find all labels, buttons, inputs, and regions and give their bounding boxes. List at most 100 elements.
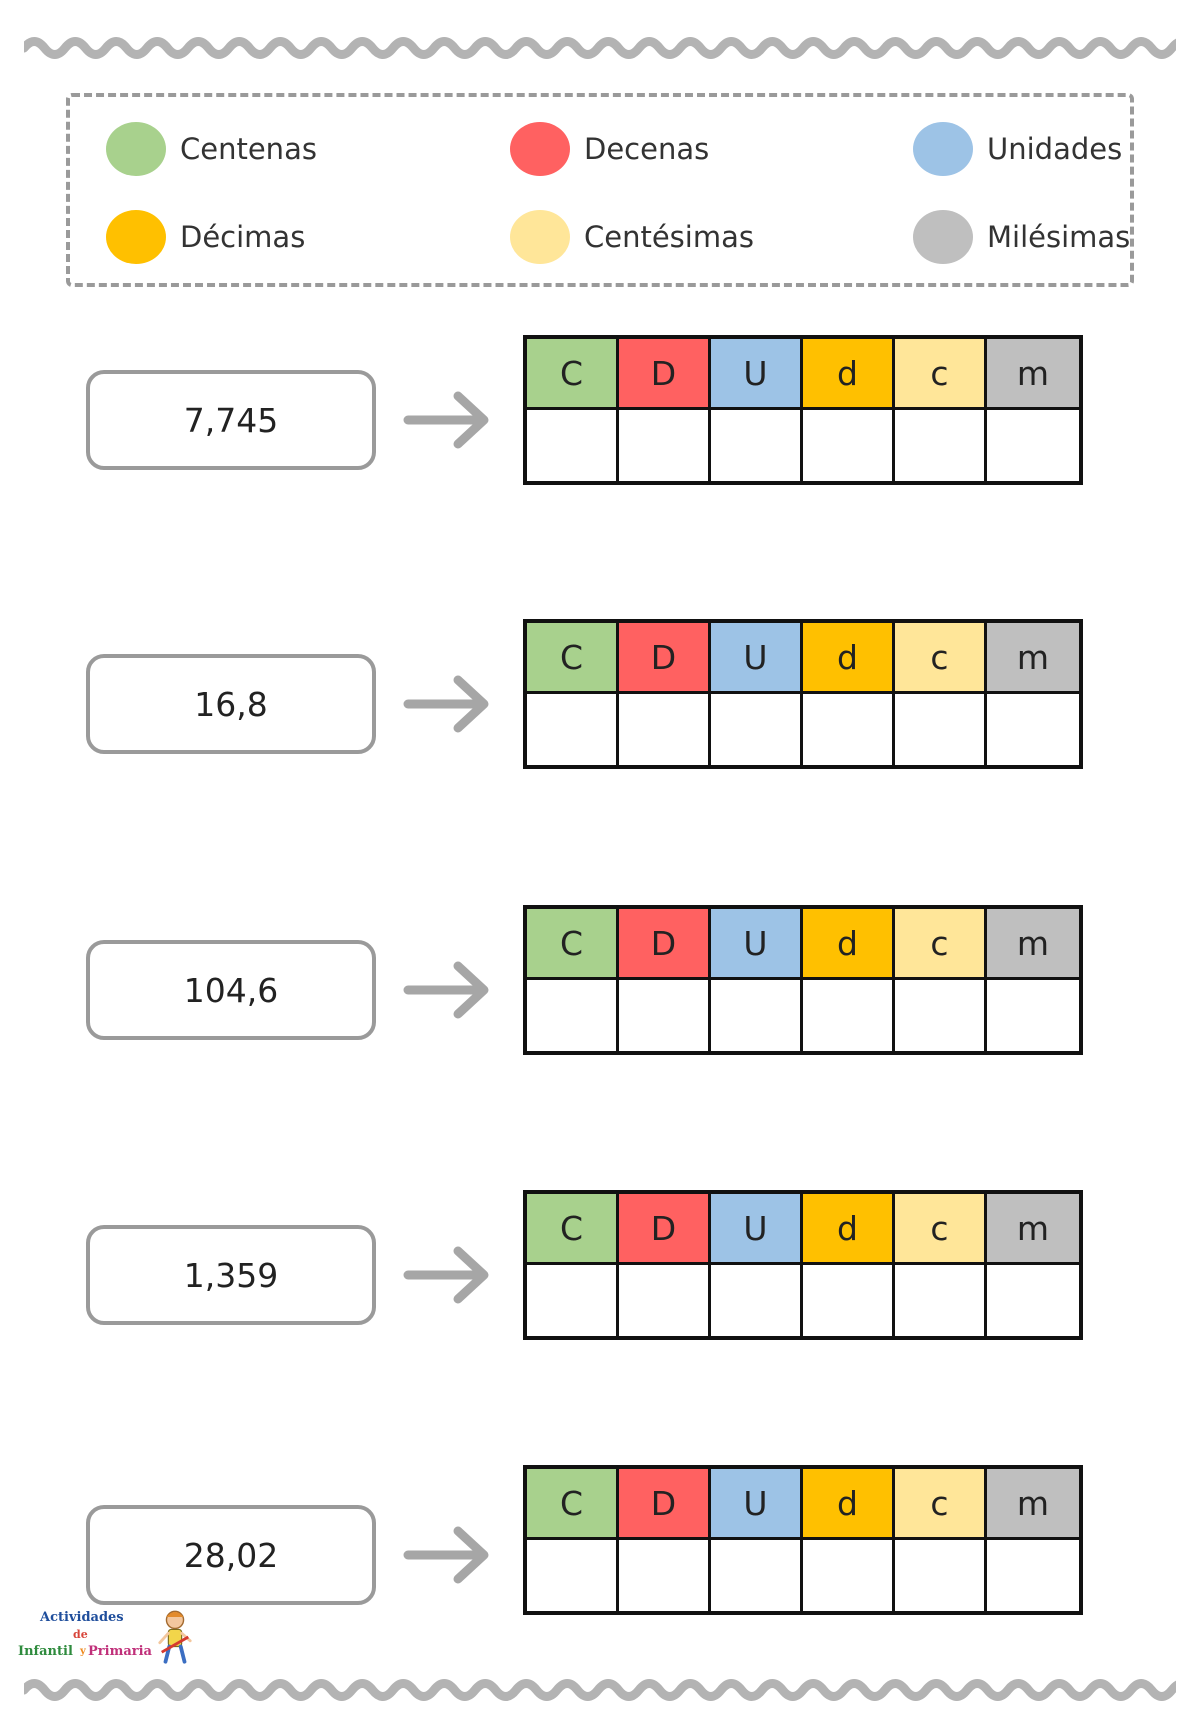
logo-text-line3a: Infantil	[18, 1644, 73, 1659]
answer-cell[interactable]	[895, 694, 987, 765]
column-header: d	[803, 1469, 895, 1540]
column-header: m	[987, 909, 1079, 980]
legend-dot	[510, 122, 570, 176]
answer-cell[interactable]	[987, 1540, 1079, 1611]
column-header: D	[619, 1194, 711, 1265]
column-header: C	[527, 909, 619, 980]
answer-cell[interactable]	[987, 694, 1079, 765]
legend-dot	[106, 210, 166, 264]
column-header: U	[711, 1194, 803, 1265]
arrow-right-icon	[403, 961, 489, 1019]
legend-dot	[913, 122, 973, 176]
legend-label: Décimas	[180, 220, 306, 254]
column-header: m	[987, 1194, 1079, 1265]
child-mascot-icon	[158, 1610, 192, 1664]
column-header: C	[527, 1469, 619, 1540]
legend-dot	[913, 210, 973, 264]
legend-item-centenas: Centenas	[106, 119, 317, 179]
answer-cell[interactable]	[527, 410, 619, 481]
arrow-right-icon	[403, 1526, 489, 1584]
answer-cell[interactable]	[619, 980, 711, 1051]
answer-cell[interactable]	[895, 1265, 987, 1336]
number-box: 7,745	[86, 370, 376, 470]
number-box: 1,359	[86, 1225, 376, 1325]
answer-cell[interactable]	[527, 694, 619, 765]
answer-cell[interactable]	[619, 694, 711, 765]
column-header: c	[895, 623, 987, 694]
answer-cell[interactable]	[711, 980, 803, 1051]
answer-cell[interactable]	[895, 1540, 987, 1611]
arrow-right-icon	[403, 391, 489, 449]
answer-cell[interactable]	[619, 1265, 711, 1336]
answer-cell[interactable]	[711, 694, 803, 765]
column-header: d	[803, 909, 895, 980]
answer-cell[interactable]	[895, 410, 987, 481]
column-header: U	[711, 1469, 803, 1540]
legend-label: Centenas	[180, 132, 317, 166]
legend-label: Decenas	[584, 132, 710, 166]
answer-cell[interactable]	[803, 980, 895, 1051]
column-header: C	[527, 623, 619, 694]
number-box: 104,6	[86, 940, 376, 1040]
number-box: 16,8	[86, 654, 376, 754]
wavy-border-bottom	[24, 1679, 1176, 1701]
legend-item-decimas: Décimas	[106, 207, 305, 267]
answer-cell[interactable]	[987, 410, 1079, 481]
column-header: m	[987, 339, 1079, 410]
column-header: d	[803, 623, 895, 694]
column-header: d	[803, 339, 895, 410]
legend-label: Centésimas	[584, 220, 754, 254]
legend-item-decenas: Decenas	[510, 119, 709, 179]
answer-cell[interactable]	[987, 980, 1079, 1051]
answer-cell[interactable]	[803, 694, 895, 765]
column-header: C	[527, 1194, 619, 1265]
answer-cell[interactable]	[803, 410, 895, 481]
answer-cell[interactable]	[619, 1540, 711, 1611]
column-header: c	[895, 1194, 987, 1265]
column-header: c	[895, 909, 987, 980]
publisher-logo: Actividades de Infantil y Primaria	[18, 1610, 196, 1672]
answer-cell[interactable]	[619, 410, 711, 481]
arrow-right-icon	[403, 675, 489, 733]
color-legend: Centenas Decenas Unidades Décimas Centés…	[66, 93, 1134, 287]
column-header: c	[895, 339, 987, 410]
logo-text-line2: de	[73, 1628, 88, 1641]
column-header: U	[711, 339, 803, 410]
answer-cell[interactable]	[711, 410, 803, 481]
column-header: C	[527, 339, 619, 410]
column-header: U	[711, 909, 803, 980]
legend-dot	[510, 210, 570, 264]
answer-cell[interactable]	[527, 980, 619, 1051]
column-header: c	[895, 1469, 987, 1540]
logo-text-line1: Actividades	[40, 1610, 124, 1625]
legend-item-unidades: Unidades	[913, 119, 1122, 179]
answer-cell[interactable]	[895, 980, 987, 1051]
answer-cell[interactable]	[711, 1265, 803, 1336]
column-header: D	[619, 1469, 711, 1540]
column-header: D	[619, 623, 711, 694]
logo-text-line3c: Primaria	[88, 1644, 152, 1659]
answer-cell[interactable]	[527, 1540, 619, 1611]
answer-cell[interactable]	[803, 1265, 895, 1336]
column-header: m	[987, 1469, 1079, 1540]
arrow-right-icon	[403, 1246, 489, 1304]
column-header: D	[619, 909, 711, 980]
answer-cell[interactable]	[527, 1265, 619, 1336]
logo-text-line3b: y	[80, 1646, 86, 1657]
answer-cell[interactable]	[803, 1540, 895, 1611]
column-header: U	[711, 623, 803, 694]
answer-cell[interactable]	[711, 1540, 803, 1611]
wavy-border-top	[24, 37, 1176, 59]
legend-dot	[106, 122, 166, 176]
answer-cell[interactable]	[987, 1265, 1079, 1336]
